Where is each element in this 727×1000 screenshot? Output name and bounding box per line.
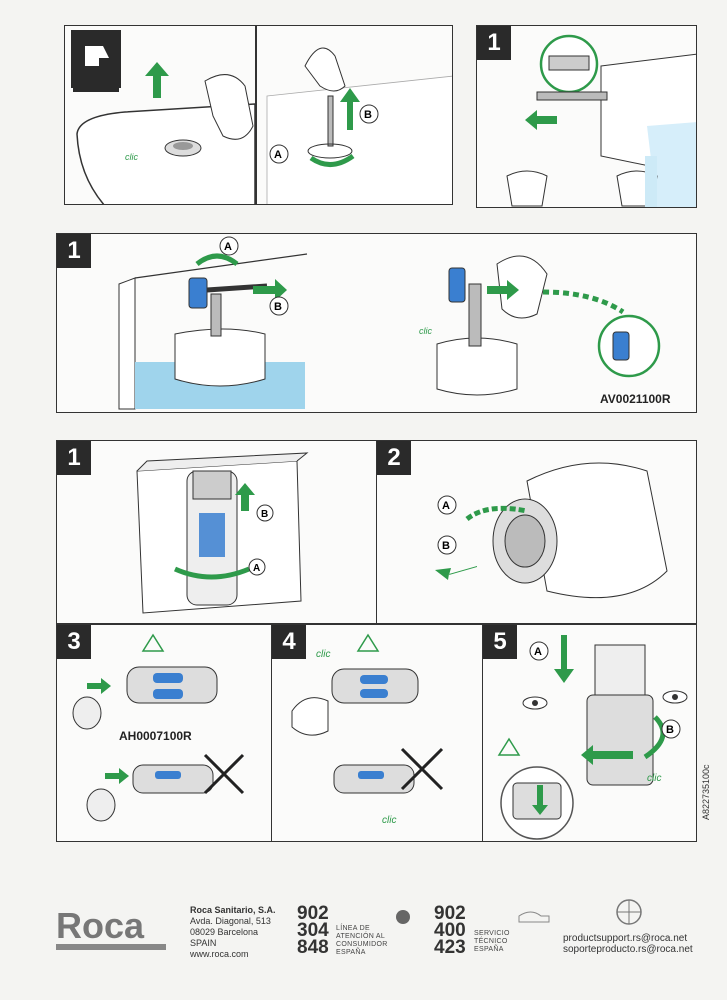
- label-line: CONSUMIDOR: [336, 941, 388, 948]
- panel-row4-step5: 5 A B clic: [482, 624, 697, 842]
- callout-a: A: [534, 646, 542, 658]
- step-number: 1: [477, 26, 511, 60]
- illustration-push-button-removal: clic A B: [71, 30, 452, 204]
- document-reference: A822735100c: [701, 764, 711, 820]
- callout-b: B: [666, 724, 674, 736]
- illustration-cistern-cartridge: B A: [136, 452, 309, 614]
- phone-part: 400: [434, 920, 466, 941]
- callout-b: B: [364, 109, 372, 121]
- step-number: 1: [57, 441, 91, 475]
- panel-row3-left: 1 B A: [56, 440, 377, 624]
- illustration-seal-click: clic clic: [291, 633, 444, 826]
- company-name: Roca Sanitario, S.A.: [190, 905, 276, 915]
- address-country: SPAIN: [190, 938, 217, 948]
- clic-label: clic: [382, 815, 396, 826]
- illustration-valve-connection: [506, 34, 696, 207]
- phone-technical[interactable]: 902 400 423: [434, 903, 466, 958]
- callout-b: B: [442, 540, 450, 552]
- support-emails: productsupport.rs@roca.net soporteproduc…: [563, 933, 693, 955]
- address-line: 08029 Barcelona: [190, 927, 259, 937]
- warning-icon: [497, 737, 521, 756]
- panel-row4-step4: 4 clic clic: [271, 624, 483, 842]
- illustration-fill-valve-removal: A B clic: [118, 236, 661, 410]
- illustration-cartridge-refit: A B clic: [497, 635, 688, 840]
- label-line: ESPAÑA: [474, 946, 504, 953]
- clic-label: clic: [316, 649, 330, 660]
- label-line: LÍNEA DE: [336, 925, 370, 932]
- warning-icon: [356, 633, 380, 652]
- callout-b: B: [274, 301, 282, 313]
- callout-a: A: [442, 500, 450, 512]
- phone-part: 902: [434, 903, 466, 924]
- phone-part: 423: [434, 937, 466, 958]
- step-number: 1: [57, 234, 91, 268]
- callout-a: A: [274, 149, 282, 161]
- panel-row4-step3: 3 AH0007100R: [56, 624, 272, 842]
- phone-technical-label: SERVICIO TÉCNICO ESPAÑA: [474, 930, 510, 954]
- phone-consumer-label: LÍNEA DE ATENCIÓN AL CONSUMIDOR ESPAÑA: [336, 925, 388, 957]
- panel-row1-right: 1: [476, 25, 697, 208]
- phone-part: 902: [297, 903, 329, 924]
- label-line: ESPAÑA: [336, 949, 366, 956]
- clic-label: clic: [419, 326, 432, 336]
- illustration-cartridge-unscrew: A B: [435, 462, 668, 599]
- email-link[interactable]: soporteproducto.rs@roca.net: [563, 944, 693, 955]
- part-code-label: AV0021100R: [600, 392, 671, 406]
- brand-wordmark: Roca: [56, 905, 145, 946]
- website-link[interactable]: www.roca.com: [190, 949, 249, 959]
- step-number: 2: [377, 441, 411, 475]
- illustration-seal-replace: [72, 633, 245, 822]
- step-number: 3: [57, 625, 91, 659]
- warning-icon: [141, 633, 165, 652]
- phone-part: 304: [297, 920, 329, 941]
- callout-a: A: [253, 563, 260, 574]
- phone-icon: [396, 910, 410, 924]
- part-code-label: AH0007100R: [119, 729, 192, 743]
- panel-row3-right: 2 A B: [376, 440, 697, 624]
- callout-a: A: [224, 241, 232, 253]
- label-line: ATENCIÓN AL: [336, 933, 386, 940]
- label-line: TÉCNICO: [474, 938, 508, 945]
- panel-row2: 1 A B clic AV0021100R: [56, 233, 697, 413]
- panel-row1-left: clic A B: [64, 25, 453, 205]
- phone-part: 848: [297, 937, 329, 958]
- step-number: 4: [272, 625, 306, 659]
- address-line: Avda. Diagonal, 513: [190, 916, 271, 926]
- phone-consumer[interactable]: 902 304 848: [297, 903, 329, 958]
- company-address: Roca Sanitario, S.A. Avda. Diagonal, 513…: [190, 905, 276, 960]
- label-line: SERVICIO: [474, 930, 510, 937]
- globe-icon: [616, 899, 642, 925]
- clic-label: clic: [125, 152, 138, 162]
- clic-label: clic: [647, 773, 661, 784]
- service-van-icon: [518, 911, 550, 923]
- step-number: 5: [483, 625, 517, 659]
- email-link[interactable]: productsupport.rs@roca.net: [563, 933, 688, 944]
- callout-b: B: [261, 509, 268, 520]
